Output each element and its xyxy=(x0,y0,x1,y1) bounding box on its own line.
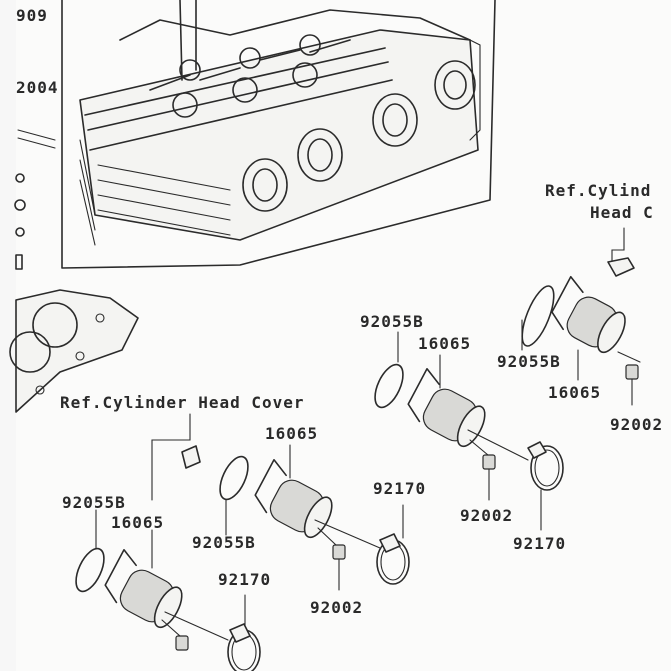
screw-label-a: 92002 xyxy=(460,506,514,525)
holder-label-a: 16065 xyxy=(418,334,472,353)
leader-lines xyxy=(95,319,579,641)
screw-label-c: 92002 xyxy=(610,415,664,434)
o-ring-label-d: 92055B xyxy=(62,493,126,512)
screw-label-b: 92002 xyxy=(310,598,364,617)
ref-cylinder-head-cover-label: Ref.Cylinder Head Cover xyxy=(60,393,305,412)
clamp-label-c: 92170 xyxy=(218,570,272,589)
clamp-label-a: 92170 xyxy=(373,479,427,498)
cylinder-head xyxy=(17,0,496,269)
clamp-label-b: 92170 xyxy=(513,534,567,553)
holder-label-d: 16065 xyxy=(111,513,165,532)
ref-leaders xyxy=(151,227,635,501)
o-ring-label-c: 92055B xyxy=(192,533,256,552)
screws xyxy=(161,351,641,651)
head-gasket xyxy=(9,289,139,413)
holders xyxy=(104,275,626,629)
page-margin xyxy=(0,0,16,671)
holder-label-c: 16065 xyxy=(265,424,319,443)
o-ring-label-a: 92055B xyxy=(360,312,424,331)
ref-cylinder-head-label-right-line2: Head C xyxy=(590,203,654,222)
ref-cylinder-head-label-right-line1: Ref.Cylind xyxy=(545,181,652,200)
o-ring-label-b: 92055B xyxy=(497,352,561,371)
o-rings xyxy=(75,285,555,593)
left-edge-parts xyxy=(14,173,26,270)
part-label-2004: 2004 xyxy=(16,78,59,97)
holder-label-b: 16065 xyxy=(548,383,602,402)
part-label-909: 909 xyxy=(16,6,48,25)
clamps xyxy=(227,441,564,671)
